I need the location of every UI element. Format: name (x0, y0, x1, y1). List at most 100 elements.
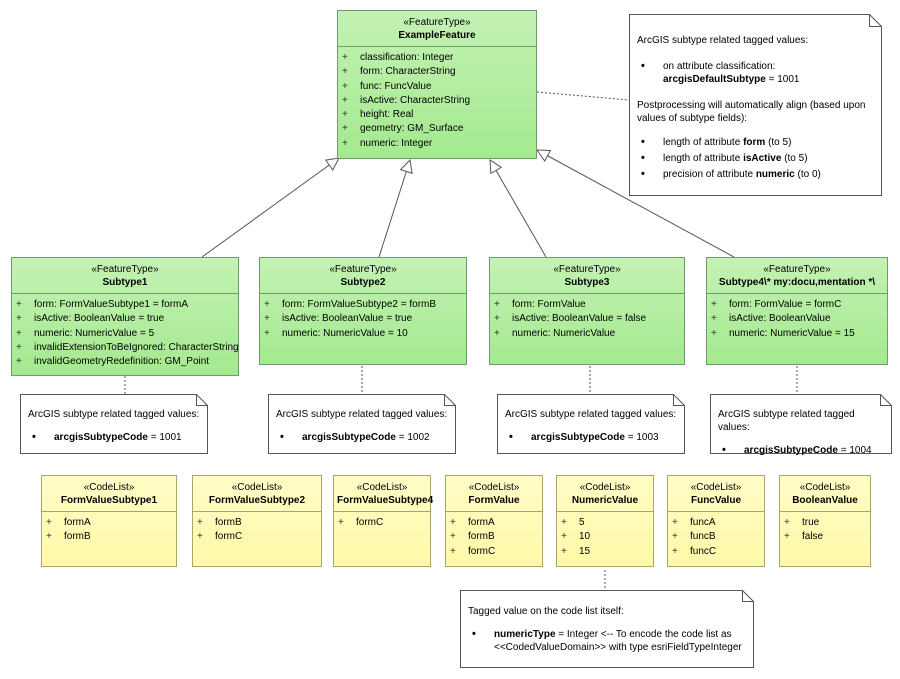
attribute-text: numeric: NumericValue = 10 (282, 327, 408, 339)
code-value-row: +15 (561, 545, 649, 559)
note-heading: ArcGIS subtype related tagged values: (718, 409, 855, 433)
code-value: funcB (690, 531, 716, 543)
visibility-marker: + (46, 517, 52, 528)
codelist-formvaluesubtype2[interactable]: «CodeList» FormValueSubtype2 +formB +for… (192, 475, 322, 567)
codelist-numericvalue[interactable]: «CodeList» NumericValue +5 +10 +15 (556, 475, 654, 567)
class-header: «FeatureType» Subtype4\* my:docu,mentati… (707, 258, 887, 294)
note-heading: ArcGIS subtype related tagged values: (276, 409, 448, 420)
attribute-row: +form: FormValueSubtype1 = formA (16, 298, 234, 312)
codelist-formvaluesubtype1[interactable]: «CodeList» FormValueSubtype1 +formA +for… (41, 475, 177, 567)
class-name: FuncValue (690, 495, 741, 506)
attribute-row: +invalidGeometryRedefinition: GM_Point (16, 355, 234, 369)
code-value-row: + formB (46, 530, 172, 544)
code-value: funcC (690, 545, 717, 557)
subtype4-note[interactable]: ArcGIS subtype related tagged values: •a… (710, 394, 892, 456)
attribute-row: +numeric: NumericValue = 5 (16, 327, 234, 341)
attribute-text: numeric: NumericValue = 15 (729, 327, 855, 339)
example-feature-class[interactable]: «FeatureType» ExampleFeature +classifica… (337, 10, 537, 159)
attribute-row: +form: FormValue = formC (711, 298, 883, 312)
code-value: funcA (690, 517, 716, 528)
visibility-marker: + (342, 123, 348, 135)
class-name: FormValueSubtype1 (60, 495, 158, 506)
codelist-booleanvalue[interactable]: «CodeList» BooleanValue +true +false (779, 475, 871, 567)
visibility-marker: + (342, 94, 348, 106)
note-link-main (536, 91, 630, 101)
main-note[interactable]: ArcGIS subtype related tagged values: •o… (629, 14, 882, 196)
note-bullet: •precision of attribute numeric (to 0) (641, 168, 821, 180)
attribute-row: +numeric: NumericValue (494, 327, 680, 341)
attribute-list: +form: FormValueSubtype1 = formA +isActi… (12, 294, 239, 369)
class-name: FormValue (468, 495, 520, 506)
codelist-funcvalue[interactable]: «CodeList» FuncValue +funcA +funcB +func… (667, 475, 765, 567)
generalization-subtype2 (378, 160, 410, 258)
codelist-formvalue[interactable]: «CodeList» FormValue +formA +formB +form… (445, 475, 543, 567)
visibility-marker: + (450, 545, 456, 557)
note-frame (460, 590, 754, 668)
subtype2-note[interactable]: ArcGIS subtype related tagged values: •a… (268, 394, 456, 454)
subtype4-class[interactable]: «FeatureType» Subtype4\* my:docu,mentati… (706, 257, 888, 365)
value-list: +formA +formB (42, 512, 176, 545)
attribute-row: +isActive: BooleanValue (711, 312, 883, 326)
visibility-marker: + (672, 531, 678, 543)
visibility-marker: + (264, 299, 270, 310)
visibility-marker: + (197, 531, 203, 543)
attribute-text: form: FormValue (512, 299, 586, 310)
note-bullet: •arcgisSubtypeCode = 1002 (280, 431, 430, 443)
subtype1-class[interactable]: «FeatureType» Subtype1 +form: FormValueS… (11, 257, 239, 376)
note-paragraph: Postprocessing will automatically align … (637, 100, 866, 124)
class-name: ExampleFeature (398, 30, 476, 41)
note-bullet: •length of attribute form (to 5) (641, 136, 792, 148)
visibility-marker: + (561, 545, 567, 557)
code-value: false (802, 531, 824, 543)
visibility-marker: + (46, 531, 52, 543)
stereotype-label: «CodeList» (468, 482, 520, 493)
note-bullet: •arcgisSubtypeCode = 1001 (32, 431, 182, 443)
note-heading: ArcGIS subtype related tagged values: (637, 35, 809, 46)
visibility-marker: + (264, 327, 270, 339)
note-bullet: •numericType = Integer <-- To encode the… (472, 628, 742, 653)
note-frame (497, 394, 685, 454)
visibility-marker: + (561, 531, 567, 543)
codelist-note[interactable]: Tagged value on the code list itself: •n… (460, 590, 754, 668)
stereotype-label: «FeatureType» (329, 264, 397, 275)
visibility-marker: + (342, 109, 348, 121)
note-frame (710, 394, 892, 454)
generalization-subtype1 (201, 158, 339, 258)
visibility-marker: + (561, 517, 567, 528)
visibility-marker: + (672, 517, 678, 528)
visibility-marker: + (338, 517, 344, 528)
subtype1-note[interactable]: ArcGIS subtype related tagged values: •a… (20, 394, 208, 454)
class-name: BooleanValue (792, 495, 858, 506)
attribute-text: classification: Integer (360, 52, 454, 63)
visibility-marker: + (450, 517, 456, 528)
attribute-row: +classification: Integer (342, 51, 532, 65)
code-value-row: +formC (197, 530, 317, 544)
attribute-text: invalidExtensionToBeIgnored: CharacterSt… (34, 341, 239, 353)
attribute-row: +isActive: CharacterString (342, 94, 532, 108)
visibility-marker: + (16, 341, 22, 353)
note-frame (268, 394, 456, 454)
code-value-row: + funcB (672, 530, 760, 544)
note-bullet: •length of attribute isActive (to 5) (641, 152, 808, 164)
code-value: formB (64, 531, 91, 543)
subtype3-note[interactable]: ArcGIS subtype related tagged values: •a… (497, 394, 685, 454)
value-list: +5 +10 +15 (557, 512, 653, 559)
subtype3-class[interactable]: «FeatureType» Subtype3 +form: FormValue … (489, 257, 685, 365)
visibility-marker: + (494, 299, 500, 310)
subtype2-class[interactable]: «FeatureType» Subtype2 +form: FormValueS… (259, 257, 467, 365)
code-value-row: +formA (450, 516, 538, 530)
class-header: «CodeList» FormValueSubtype4 (334, 476, 433, 512)
class-name: Subtype2 (340, 277, 386, 288)
class-name: Subtype3 (564, 277, 610, 288)
attribute-text: isActive: BooleanValue = true (34, 313, 165, 325)
code-value-row: +true (784, 516, 866, 530)
attribute-row: +numeric: NumericValue = 15 (711, 327, 883, 341)
code-value: 5 (579, 517, 585, 528)
attribute-text: func: FuncValue (360, 80, 432, 92)
attribute-row: +height: Real (342, 108, 532, 122)
class-header: «FeatureType» Subtype2 (260, 258, 466, 294)
codelist-formvaluesubtype4[interactable]: «CodeList» FormValueSubtype4 +formC (333, 475, 433, 567)
class-header: «FeatureType» Subtype1 (12, 258, 238, 294)
stereotype-label: «CodeList» (356, 482, 408, 493)
attribute-row: +isActive: BooleanValue = true (16, 312, 234, 326)
